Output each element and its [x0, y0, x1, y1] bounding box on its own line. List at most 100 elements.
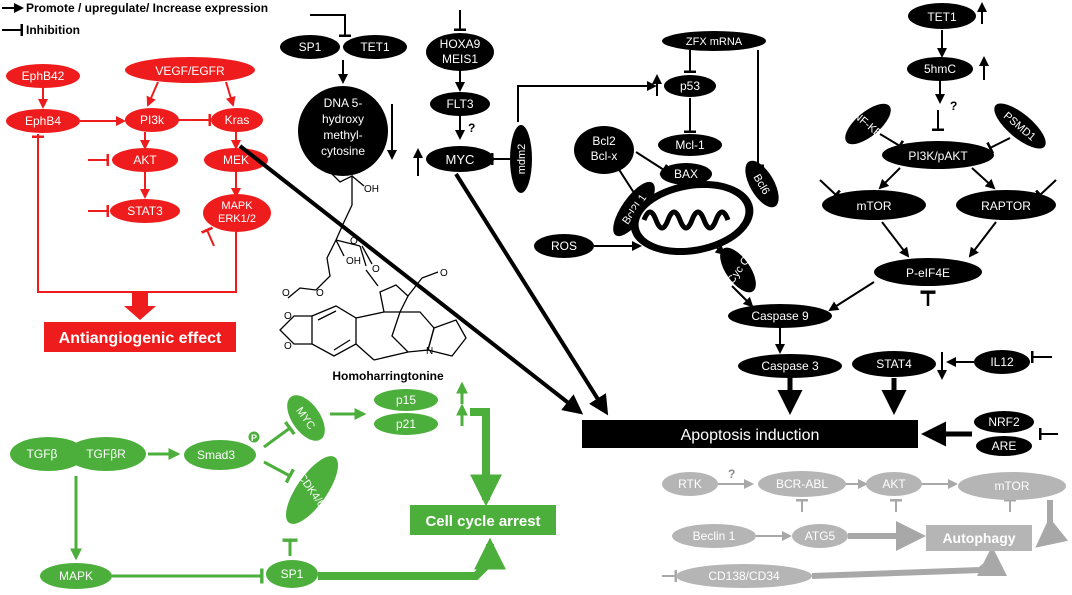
- cephalotaxine-ring-a: [379, 284, 409, 313]
- node-ephb42-label: EphB42: [22, 69, 65, 83]
- node-casp3: [738, 354, 842, 378]
- phospho-label: P: [251, 433, 257, 443]
- black-pathway: ? ?: [238, 2, 1058, 456]
- inhibit-raptor: [1040, 179, 1057, 195]
- big-arrow-effect: [124, 292, 156, 320]
- bridge-bond-1: [355, 311, 385, 319]
- node-tet1: [343, 35, 407, 59]
- node-pi3k: [125, 108, 179, 132]
- node-erk-label: ERK1/2: [218, 213, 256, 225]
- edge-raptor-peif4e: [968, 221, 997, 258]
- node-mcl1: [658, 134, 722, 156]
- atom-o-5: O: [440, 268, 448, 279]
- node-are-label: ARE: [992, 439, 1017, 453]
- inhibit-bcl2-bax: [635, 151, 664, 170]
- node-autophagy: [926, 525, 1032, 551]
- big-arrow-dna-apoptosis: [238, 144, 584, 415]
- edge-vegf-kras: [225, 81, 236, 107]
- node-akt-gray: [866, 472, 922, 496]
- node-smad3: [184, 440, 256, 470]
- node-apoptosis-label: Apoptosis induction: [681, 427, 820, 444]
- pyrrolidine-ring: [427, 319, 467, 357]
- edge-cycc-casp9: [731, 285, 754, 308]
- node-mtor: [822, 190, 926, 220]
- inhibit-mapk: [207, 230, 215, 247]
- node-zfx: [662, 31, 766, 51]
- red-pathway: EphB42 EphB4 VEGF/EGFR PI3k Kras AKT MEK…: [6, 57, 271, 352]
- node-autophagy-label: Autophagy: [942, 530, 1015, 546]
- node-akt-label: AKT: [133, 153, 157, 167]
- legend-promote-label: Promote / upregulate/ Increase expressio…: [26, 1, 268, 15]
- node-smad3-label: Smad3: [197, 448, 235, 462]
- node-mtor-label: mTOR: [856, 199, 891, 213]
- benzene-ring: [311, 305, 357, 357]
- atom-o-1: O: [350, 236, 358, 247]
- node-ephb4-label: EphB4: [25, 114, 61, 128]
- node-casp3-label: Caspase 3: [761, 359, 819, 373]
- node-tgfbr: [66, 437, 146, 471]
- node-mapk-erk: [203, 194, 271, 232]
- atom-o-4: O: [282, 288, 290, 299]
- node-vegf-label: VEGF/EGFR: [155, 64, 225, 78]
- node-mapk-green-label: MAPK: [59, 569, 93, 583]
- node-cd138-label: CD138/CD34: [708, 569, 780, 583]
- ester-bond: [335, 239, 361, 247]
- node-antiangiogenic-effect: [44, 322, 236, 352]
- drug-name: Homoharringtonine: [332, 369, 444, 383]
- node-mcl1-label: Mcl-1: [675, 138, 705, 152]
- node-mapk-label: MAPK: [221, 200, 253, 212]
- methoxy-bond: [407, 271, 439, 297]
- node-mtor-gray: [958, 472, 1066, 500]
- node-meis1-label: MEIS1: [442, 52, 478, 66]
- node-mdm2-label: mdm2: [516, 144, 528, 175]
- question-rtk: ?: [728, 467, 735, 481]
- inhibit-mtor: [819, 179, 836, 195]
- node-peif4e-label: P-eIF4E: [906, 266, 950, 280]
- node-are: [976, 436, 1032, 456]
- node-dna-5hmc: [298, 86, 388, 176]
- node-dna-line3: methyl-: [323, 128, 362, 142]
- inhibit-nfkb-pi3kp: [879, 133, 900, 146]
- big-arrow-myc-apoptosis: [454, 172, 609, 416]
- inhibit-bcl2-bcl2l1: [617, 167, 636, 196]
- node-p21-label: p21: [396, 417, 416, 431]
- node-p21: [374, 413, 438, 435]
- node-arrest-label: Cell cycle arrest: [425, 513, 540, 530]
- node-mek-label: MEK: [223, 153, 249, 167]
- node-atg5: [792, 524, 848, 548]
- oh-bond-top: [351, 175, 365, 187]
- big-arrow-to-arrest: [470, 408, 502, 507]
- node-rtk-label: RTK: [678, 477, 702, 491]
- ester-carbonyl-double: [361, 245, 373, 265]
- node-bax: [660, 163, 712, 185]
- mitochondrion-icon: [630, 180, 754, 256]
- node-stat3: [110, 199, 180, 223]
- node-sp1: [280, 35, 340, 59]
- node-flt3-label: FLT3: [446, 97, 473, 111]
- inhibit-sp1-tet1: [310, 14, 345, 36]
- benzene-double-1: [317, 310, 337, 321]
- question-5hmc: ?: [950, 99, 957, 113]
- node-5hmc: [907, 57, 973, 81]
- node-akt: [112, 148, 178, 172]
- node-5hmc-label: 5hmC: [924, 62, 956, 76]
- node-beclin1: [672, 524, 756, 548]
- node-p15: [374, 389, 438, 411]
- node-akt-gray-label: AKT: [882, 477, 906, 491]
- atom-oh-1: OH: [364, 184, 379, 195]
- node-sp1-green-label: SP1: [281, 567, 304, 581]
- node-ros-label: ROS: [551, 239, 577, 253]
- atom-o-6: O: [284, 311, 292, 322]
- node-beclin1-label: Beclin 1: [693, 529, 736, 543]
- node-stat4-label: STAT4: [876, 357, 912, 371]
- node-cell-cycle-arrest: [410, 505, 556, 535]
- node-mdm2: [510, 125, 532, 193]
- node-tet1-right-label: TET1: [927, 10, 957, 24]
- inhibit-smad3-cdk: [263, 460, 290, 476]
- edge-vegf-pi3k: [146, 81, 159, 107]
- node-pi3kp: [882, 141, 994, 169]
- atom-o-2: O: [372, 264, 380, 275]
- node-bcl6: [745, 160, 779, 208]
- edge-cd138-autophagy: [811, 546, 1007, 579]
- legend-inhibit-label: Inhibition: [26, 23, 80, 37]
